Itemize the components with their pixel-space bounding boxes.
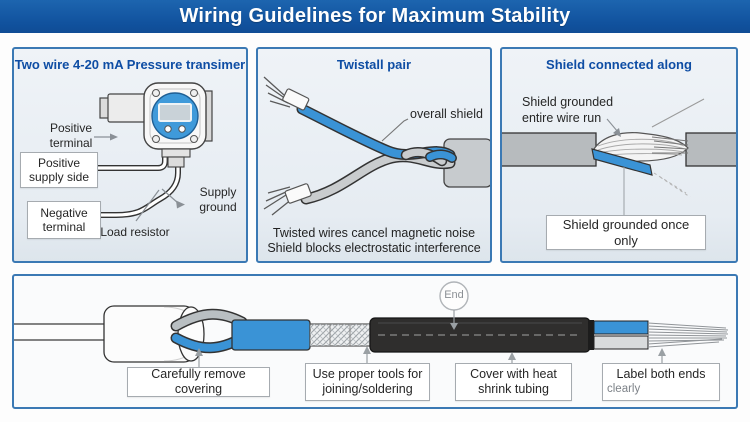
shield-pigtail-blue — [591, 148, 653, 176]
shield-grounded-once-box: Shield grounded once only — [546, 215, 706, 250]
pigtail-dashed-lines — [653, 172, 691, 198]
heat-shrink-tube — [369, 317, 591, 353]
cable-right-jacket — [685, 132, 736, 167]
twisted-pair-illustration — [263, 76, 490, 216]
gathered-strands — [651, 136, 689, 154]
braided-shield-section — [309, 323, 371, 347]
panel-shield-title: Shield connected along — [546, 57, 692, 72]
twisted-note-line2: Shield blocks electrostatic interference — [267, 241, 481, 255]
twisted-wires — [296, 103, 457, 205]
step-box-heat-shrink: Cover with heat shrink tubing — [455, 363, 572, 401]
shield-run-illustration — [502, 98, 736, 216]
supply-ground-label: Supply ground — [199, 185, 237, 214]
panel-transmitter: Two wire 4-20 mA Pressure transimer — [12, 47, 248, 263]
label-ends-sub: clearly — [607, 383, 641, 396]
step-box-label-ends: Label both ends clearly — [602, 363, 720, 401]
panel-shield-ground: Shield connected along — [500, 47, 738, 263]
label-ends-main: Label both ends — [616, 367, 706, 382]
cable-left-jacket — [502, 132, 597, 167]
labeled-wire-ends — [588, 320, 649, 350]
step-arrowheads — [195, 346, 666, 360]
page-title: Wiring Guidelines for Maximum Stability — [179, 5, 571, 27]
cable-prep-illustration — [14, 281, 729, 367]
positive-terminal-label: Positive terminal — [49, 121, 93, 150]
step-box-remove-covering: Carefully remove covering — [127, 367, 270, 397]
panel-transmitter-title: Two wire 4-20 mA Pressure transimer — [14, 57, 246, 72]
twisted-note-line1: Twisted wires cancel magnetic noise — [272, 226, 476, 240]
bare-strands — [647, 322, 729, 348]
inner-jacket-blue — [231, 319, 311, 351]
wiring-lines — [91, 150, 181, 221]
run-label-arrowhead — [613, 128, 621, 137]
negative-terminal-box: Negative terminal — [27, 201, 101, 239]
title-banner: Wiring Guidelines for Maximum Stability — [0, 0, 750, 33]
step-box-proper-tools: Use proper tools for joining/soldering — [305, 363, 430, 401]
panel-cable-steps: End Carefully remove covering Use proper… — [12, 274, 738, 409]
wire-ferrules — [282, 88, 312, 204]
pigtail-line-top — [651, 98, 705, 128]
load-resistor-label: Load resistor — [100, 225, 170, 239]
leader-lines — [94, 136, 179, 222]
leader-arrowheads — [110, 133, 185, 209]
lcd-screen — [158, 103, 192, 122]
shield-leader-line — [381, 118, 409, 142]
panel-twisted-title: Twistall pair — [336, 57, 412, 72]
overall-shield-label: overall shield — [410, 107, 483, 121]
positive-supply-box: Positive supply side — [20, 152, 98, 188]
run-label-leader — [606, 118, 619, 133]
pressure-transmitter-device — [99, 82, 213, 168]
lead-cable — [14, 323, 107, 341]
end-badge-label: End — [444, 289, 464, 301]
shield-grounded-run-label: Shield grounded entire wire run — [522, 95, 614, 125]
end-marker — [439, 281, 469, 330]
panel-twisted-pair: Twistall pair — [256, 47, 492, 263]
transmitter-illustration — [91, 82, 213, 222]
step-arrows — [198, 354, 663, 367]
